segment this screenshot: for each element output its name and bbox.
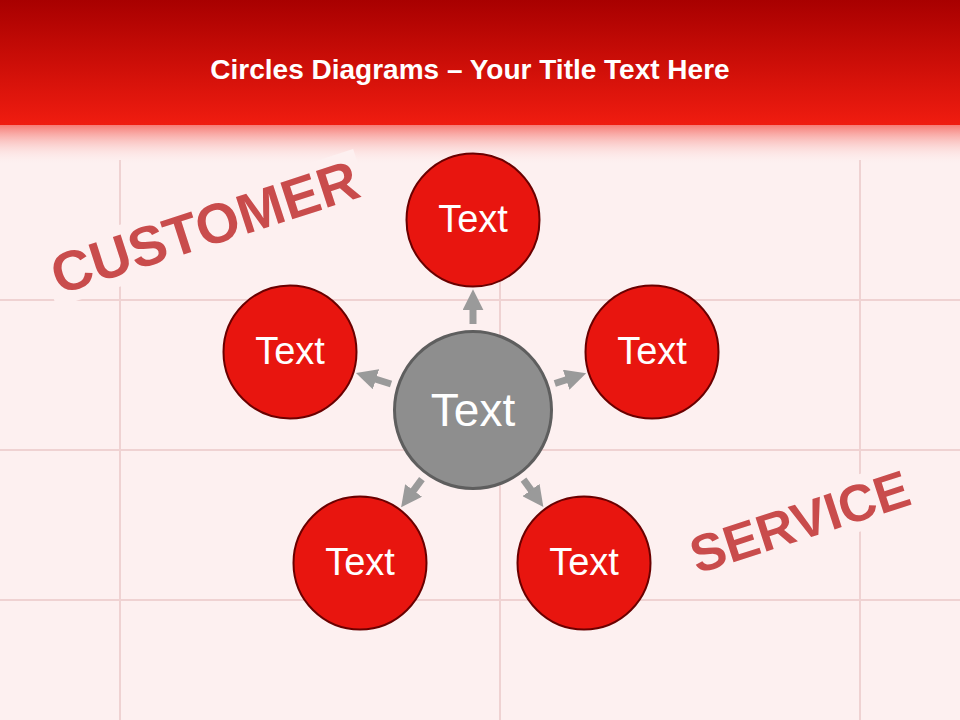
- node-text: Text: [549, 542, 619, 584]
- hub-circle: Text: [393, 330, 553, 490]
- title-bar: [0, 0, 960, 125]
- text-wrap: Text: [617, 331, 687, 373]
- arrow-connector: [372, 378, 391, 384]
- arrow-connector: [555, 379, 570, 384]
- watermark-text: SERVICE: [678, 459, 923, 585]
- watermark-text: CUSTOMER: [38, 149, 371, 307]
- node-text: Text: [431, 385, 515, 436]
- text-wrap: Text: [438, 199, 508, 241]
- satellite-circle: Text: [584, 284, 720, 420]
- text-wrap: Text: [431, 385, 515, 436]
- text-wrap: Text: [325, 542, 395, 584]
- node-text: Text: [617, 331, 687, 373]
- node-text: Text: [255, 331, 325, 373]
- title-text: Circles Diagrams – Your Title Text Here: [0, 54, 940, 86]
- arrow-connector: [470, 306, 477, 324]
- arrow-connector: [411, 479, 422, 494]
- node-text: Text: [438, 199, 508, 241]
- satellite-circle: Text: [405, 152, 541, 288]
- arrow-connector: [524, 480, 534, 494]
- satellite-circle: Text: [292, 495, 428, 631]
- satellite-circle: Text: [516, 495, 652, 631]
- satellite-circle: Text: [222, 284, 358, 420]
- text-wrap: Text: [255, 331, 325, 373]
- node-text: Text: [325, 542, 395, 584]
- text-wrap: Text: [549, 542, 619, 584]
